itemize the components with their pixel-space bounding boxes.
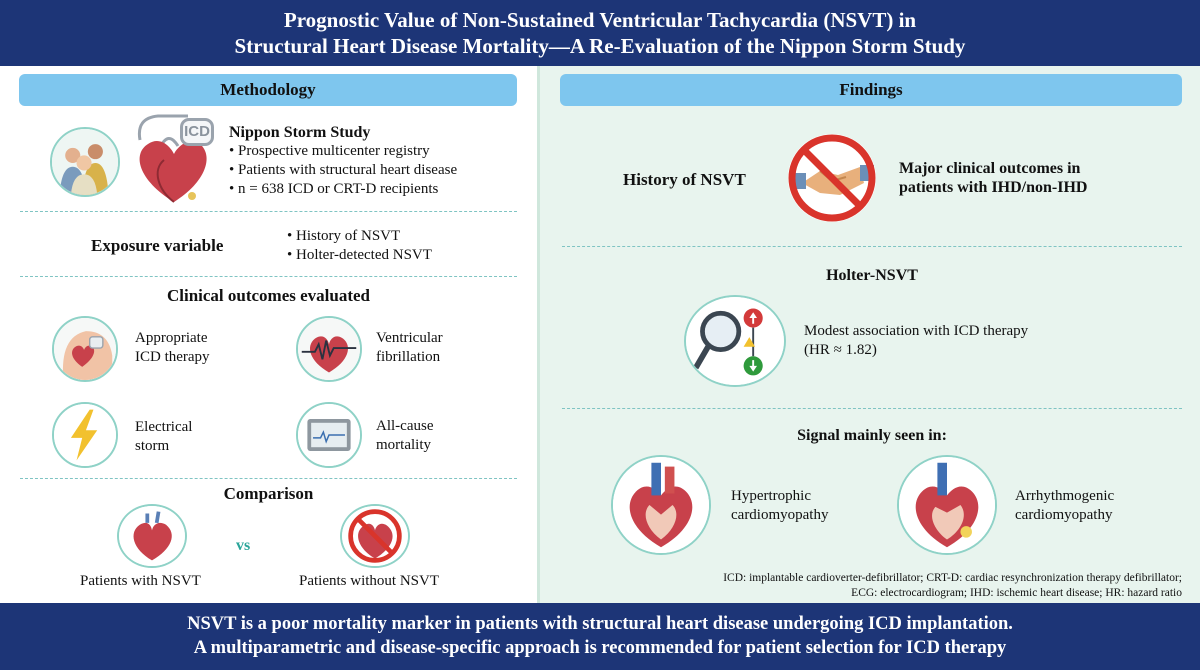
history-outcome-line: Major clinical outcomes in bbox=[899, 160, 1081, 177]
outcome-label-vf: Ventricular fibrillation bbox=[376, 329, 443, 367]
abbreviations-line: ECG: electrocardiogram; IHD: ischemic he… bbox=[851, 587, 1182, 599]
study-bullet: Prospective multicenter registry bbox=[229, 142, 457, 161]
outcome-line: fibrillation bbox=[376, 349, 441, 365]
header-title-line2: Structural Heart Disease Mortality—A Re-… bbox=[234, 34, 966, 58]
conclusion-banner: NSVT is a poor mortality marker in patie… bbox=[0, 603, 1200, 670]
holter-line: Modest association with ICD therapy bbox=[804, 323, 1029, 339]
exposure-bullet: History of NSVT bbox=[287, 227, 432, 246]
icd-device-label: ICD bbox=[180, 118, 214, 146]
outcome-label-mortality: All-cause mortality bbox=[376, 417, 433, 455]
outcome-line: ICD therapy bbox=[135, 349, 210, 365]
signal-line: Arrhythmogenic bbox=[1015, 488, 1115, 504]
methodology-title: Methodology bbox=[19, 74, 517, 106]
holter-line: (HR ≈ 1.82) bbox=[804, 342, 877, 358]
outcomes-title: Clinical outcomes evaluated bbox=[166, 286, 371, 305]
no-association-icon bbox=[780, 131, 884, 225]
hypertrophic-heart-icon bbox=[611, 455, 711, 555]
outcome-line: Ventricular bbox=[376, 330, 443, 346]
history-outcome-line: patients with IHD/non-IHD bbox=[899, 179, 1088, 196]
outcome-label-icd-therapy: Appropriate ICD therapy bbox=[135, 329, 210, 367]
lightning-icon bbox=[52, 402, 118, 468]
study-bullets: Prospective multicenter registry Patient… bbox=[229, 142, 457, 199]
outcome-line: mortality bbox=[376, 437, 431, 453]
outcome-line: storm bbox=[135, 438, 170, 454]
ecg-monitor-icon bbox=[296, 402, 362, 468]
study-bullet: n = 638 ICD or CRT-D recipients bbox=[229, 180, 457, 199]
section-divider bbox=[562, 246, 1182, 247]
ventricular-fibrillation-icon bbox=[296, 316, 362, 382]
holter-text: Modest association with ICD therapy (HR … bbox=[804, 322, 1028, 360]
magnifier-arrows-icon bbox=[684, 295, 786, 387]
conclusion-line1: NSVT is a poor mortality marker in patie… bbox=[187, 614, 1013, 634]
signal-title: Signal mainly seen in: bbox=[797, 427, 947, 444]
findings-title: Findings bbox=[560, 74, 1182, 106]
no-heart-icon bbox=[340, 504, 410, 568]
abbreviations-line: ICD: implantable cardioverter-defibrilla… bbox=[723, 572, 1182, 584]
outcome-label-storm: Electrical storm bbox=[135, 418, 192, 456]
conclusion-line2: A multiparametric and disease-specific a… bbox=[193, 638, 1007, 658]
header-banner: Prognostic Value of Non-Sustained Ventri… bbox=[0, 0, 1200, 66]
study-name: Nippon Storm Study bbox=[229, 124, 371, 141]
comparison-title: Comparison bbox=[223, 484, 314, 503]
section-divider bbox=[20, 276, 517, 277]
signal-right-label: Arrhythmogenic cardiomyopathy bbox=[1015, 487, 1114, 525]
abbreviations-note: ICD: implantable cardioverter-defibrilla… bbox=[582, 571, 1182, 601]
section-divider bbox=[20, 211, 517, 212]
section-divider bbox=[20, 478, 517, 479]
signal-line: cardiomyopathy bbox=[1015, 507, 1113, 523]
panel-divider bbox=[537, 66, 540, 603]
history-outcome-text: Major clinical outcomes in patients with… bbox=[899, 159, 1087, 197]
signal-left-label: Hypertrophic cardiomyopathy bbox=[731, 487, 828, 525]
exposure-label: Exposure variable bbox=[91, 236, 224, 255]
outcome-line: Appropriate bbox=[135, 330, 208, 346]
comparison-right-label: Patients without NSVT bbox=[299, 573, 440, 589]
study-bullet: Patients with structural heart disease bbox=[229, 161, 457, 180]
history-nsvt-label: History of NSVT bbox=[623, 170, 746, 189]
heart-icon bbox=[117, 504, 187, 568]
vs-label: vs bbox=[236, 537, 251, 554]
signal-line: cardiomyopathy bbox=[731, 507, 829, 523]
exposure-bullets: History of NSVT Holter-detected NSVT bbox=[287, 227, 432, 265]
outcome-line: All-cause bbox=[376, 418, 434, 434]
outcome-line: Electrical bbox=[135, 419, 193, 435]
icd-therapy-icon bbox=[52, 316, 118, 382]
arrhythmogenic-heart-icon bbox=[897, 455, 997, 555]
signal-line: Hypertrophic bbox=[731, 488, 811, 504]
section-divider bbox=[562, 408, 1182, 409]
holter-title: Holter-NSVT bbox=[826, 267, 918, 284]
heart-with-icd-icon: ICD bbox=[128, 110, 218, 206]
exposure-bullet: Holter-detected NSVT bbox=[287, 246, 432, 265]
header-title-line1: Prognostic Value of Non-Sustained Ventri… bbox=[283, 8, 917, 32]
comparison-left-label: Patients with NSVT bbox=[80, 573, 201, 589]
patients-group-icon bbox=[50, 127, 120, 197]
